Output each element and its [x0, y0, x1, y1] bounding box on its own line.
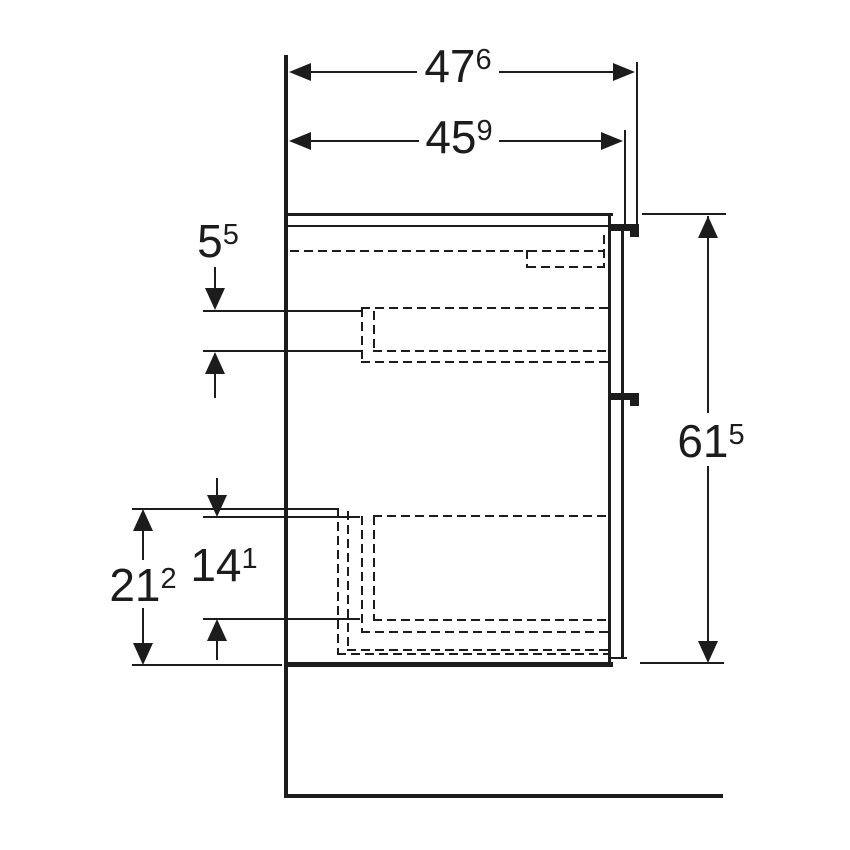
height-extension-top	[642, 213, 726, 215]
bottom-outer-extension-upper	[132, 508, 338, 510]
inner-width-line-a	[311, 140, 419, 142]
drawer1-bottom-outer	[361, 361, 609, 363]
hidden-top-line	[290, 250, 604, 252]
drawer2-back-outer	[337, 508, 339, 655]
drawer2-box-back-inner	[373, 516, 375, 621]
drawer2-bottom-inner	[373, 619, 609, 621]
drawer1-front-panel	[621, 231, 624, 393]
inner-width-arrow-right	[601, 132, 623, 150]
drawer1-handle-bar	[610, 224, 639, 231]
bottom-outer-arrow-up	[133, 509, 153, 531]
bottom-inner-extension-upper	[203, 516, 360, 518]
cabinet-bottom-edge	[286, 662, 613, 667]
outer-width-arrow-left	[289, 63, 311, 81]
outer-width-line-b	[499, 71, 615, 73]
hidden-top-step-line	[527, 266, 604, 268]
inner-width-arrow-left	[289, 132, 311, 150]
top-inset-shaft-upper	[214, 267, 216, 295]
top-inset-arrow-down	[205, 288, 225, 310]
bottom-outer-shaft-lower	[142, 606, 144, 646]
height-line-a	[707, 216, 709, 413]
top-inset-extension-lower	[203, 350, 363, 352]
outer-width-line-a	[311, 71, 417, 73]
floor-line	[284, 794, 723, 798]
bottom-inner-shaft-lower	[216, 638, 218, 660]
drawer1-bottom-inner	[373, 350, 609, 352]
bottom-inner-shaft-upper	[216, 478, 218, 500]
top-inset-extension-upper	[203, 310, 363, 312]
bottom-inner-label: 141	[186, 542, 262, 588]
drawer2-back-inner	[347, 511, 349, 651]
bottom-outer-arrow-down	[133, 643, 153, 665]
hidden-top-step-vertical	[526, 250, 528, 268]
inner-width-line-b	[499, 140, 603, 142]
inner-width-label: 459	[421, 114, 497, 160]
hidden-front-edge	[603, 235, 605, 268]
drawer2-handle-lip	[630, 400, 639, 406]
bottom-outer-shaft-upper	[142, 528, 144, 560]
outer-width-extension	[636, 62, 638, 224]
drawer2-rail-upper	[347, 649, 609, 651]
drawer2-box-back-outer	[361, 516, 363, 633]
bottom-outer-extension-lower	[132, 664, 282, 666]
top-inset-label: 55	[193, 218, 243, 264]
drawer2-handle-bar	[610, 393, 639, 400]
drawer2-top-rim	[373, 515, 609, 517]
bottom-inner-arrow-up	[207, 619, 227, 641]
bottom-outer-label: 212	[105, 562, 181, 608]
drawer1-back-inner	[373, 311, 375, 352]
drawer2-bottom-outer	[361, 631, 609, 633]
drawer2-rail-lower	[337, 653, 609, 655]
top-inset-shaft-lower	[214, 370, 216, 398]
top-inset-arrow-up	[205, 352, 225, 374]
wall-line	[284, 55, 288, 797]
height-label: 615	[673, 418, 749, 464]
outer-width-arrow-right	[613, 63, 635, 81]
bottom-inner-extension-lower	[203, 618, 360, 620]
drawer1-handle-lip	[630, 231, 639, 237]
outer-width-label: 476	[420, 43, 496, 89]
height-line-b	[707, 466, 709, 643]
height-arrow-down	[698, 641, 718, 663]
drawer2-front-panel	[621, 400, 624, 657]
cabinet-top-inner-edge	[287, 225, 610, 227]
front-panel-bottom-edge	[610, 657, 627, 659]
bottom-inner-arrow-down	[207, 495, 227, 517]
inner-width-extension	[624, 130, 626, 224]
cabinet-top-outer-edge	[284, 213, 613, 216]
drawer1-top-rim	[361, 307, 609, 309]
cabinet-front-edge	[608, 213, 611, 666]
height-extension-bottom	[640, 662, 724, 664]
drawer1-back-outer	[361, 308, 363, 363]
